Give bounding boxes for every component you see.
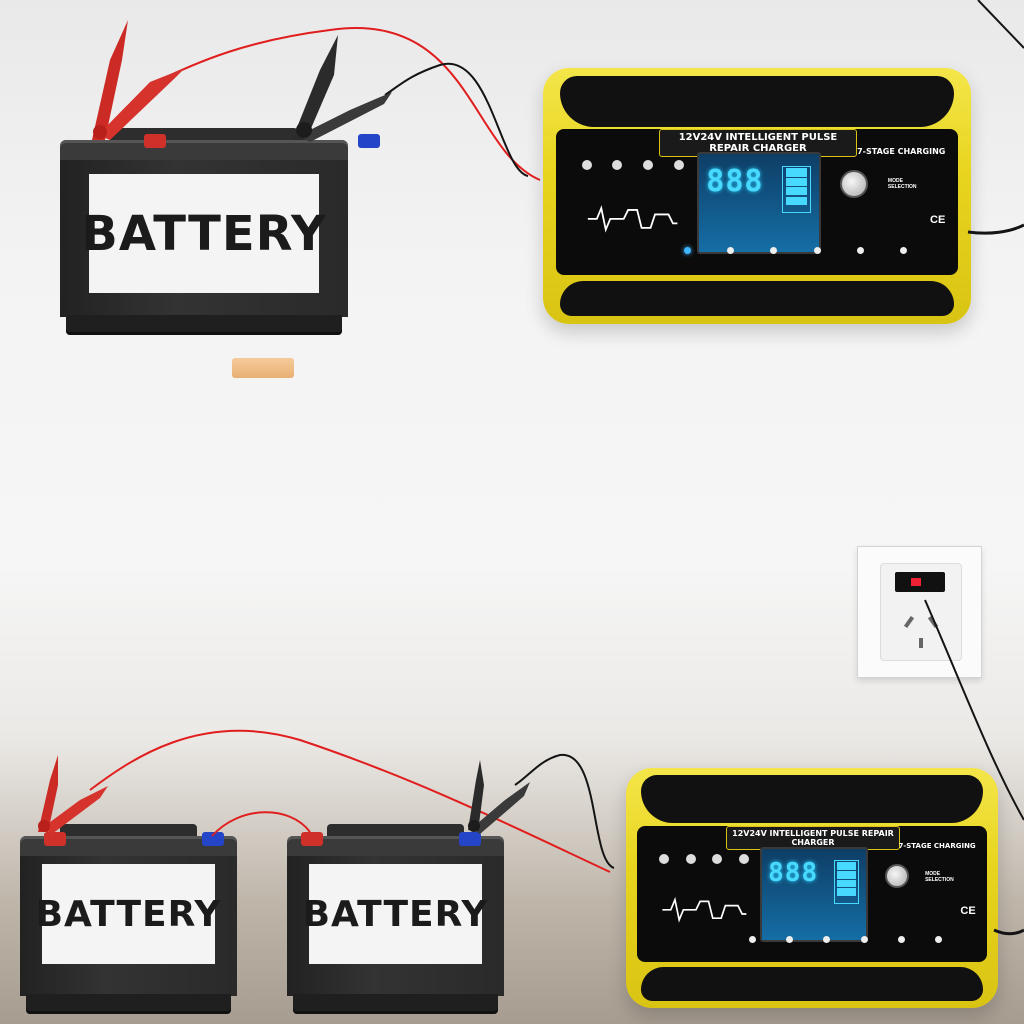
lcd-digits: 888 — [706, 164, 764, 200]
red-clamp-icon — [38, 755, 108, 834]
charger-stage-label: 7-STAGE CHARGING — [898, 842, 976, 851]
bottom-battery-left: BATTERY — [20, 824, 237, 1014]
lcd-display: 888 — [697, 152, 821, 254]
mode-knob-icon[interactable] — [840, 170, 869, 199]
charger-feature-icons — [581, 160, 685, 171]
power-socket-icon — [857, 546, 982, 678]
battery-label: BATTERY — [81, 174, 326, 293]
status-leds — [684, 247, 907, 255]
battery-label: BATTERY — [303, 864, 487, 964]
bottom-battery-right: BATTERY — [287, 824, 504, 1014]
mode-selection-label: MODE SELECTION — [925, 871, 954, 884]
top-battery: BATTERY — [60, 128, 380, 335]
mode-knob-icon[interactable] — [884, 864, 909, 888]
positive-terminal — [144, 134, 166, 148]
positive-terminal — [44, 832, 66, 846]
charger-title: 12V24V INTELLIGENT PULSE REPAIR CHARGER — [726, 825, 900, 850]
pulse-wave-icon — [588, 205, 678, 233]
top-charger: 12V24V INTELLIGENT PULSE REPAIR CHARGER … — [543, 68, 971, 324]
battery-level-icon — [782, 166, 811, 213]
socket-switch[interactable] — [895, 572, 945, 592]
positive-terminal — [301, 832, 323, 846]
ce-mark: CE — [930, 213, 946, 226]
battery-label: BATTERY — [36, 864, 220, 964]
charger-feature-icons — [659, 854, 749, 865]
lcd-digits: 888 — [768, 858, 819, 889]
negative-terminal — [459, 832, 481, 846]
negative-terminal — [202, 832, 224, 846]
fuse-part — [232, 358, 294, 378]
black-clamp-icon — [468, 760, 530, 834]
battery-level-icon — [833, 860, 859, 905]
pulse-wave-icon — [662, 896, 747, 923]
ce-mark: CE — [960, 904, 976, 917]
status-leds — [748, 936, 943, 943]
negative-terminal — [358, 134, 380, 148]
bottom-charger: 12V24V INTELLIGENT PULSE REPAIR CHARGER … — [626, 768, 998, 1008]
charger-stage-label: 7-STAGE CHARGING — [857, 147, 946, 157]
mode-selection-label: MODE SELECTION — [887, 178, 917, 191]
black-clamp-icon — [292, 35, 392, 142]
red-clamp-icon — [92, 20, 185, 140]
lcd-display: 888 — [759, 847, 869, 943]
